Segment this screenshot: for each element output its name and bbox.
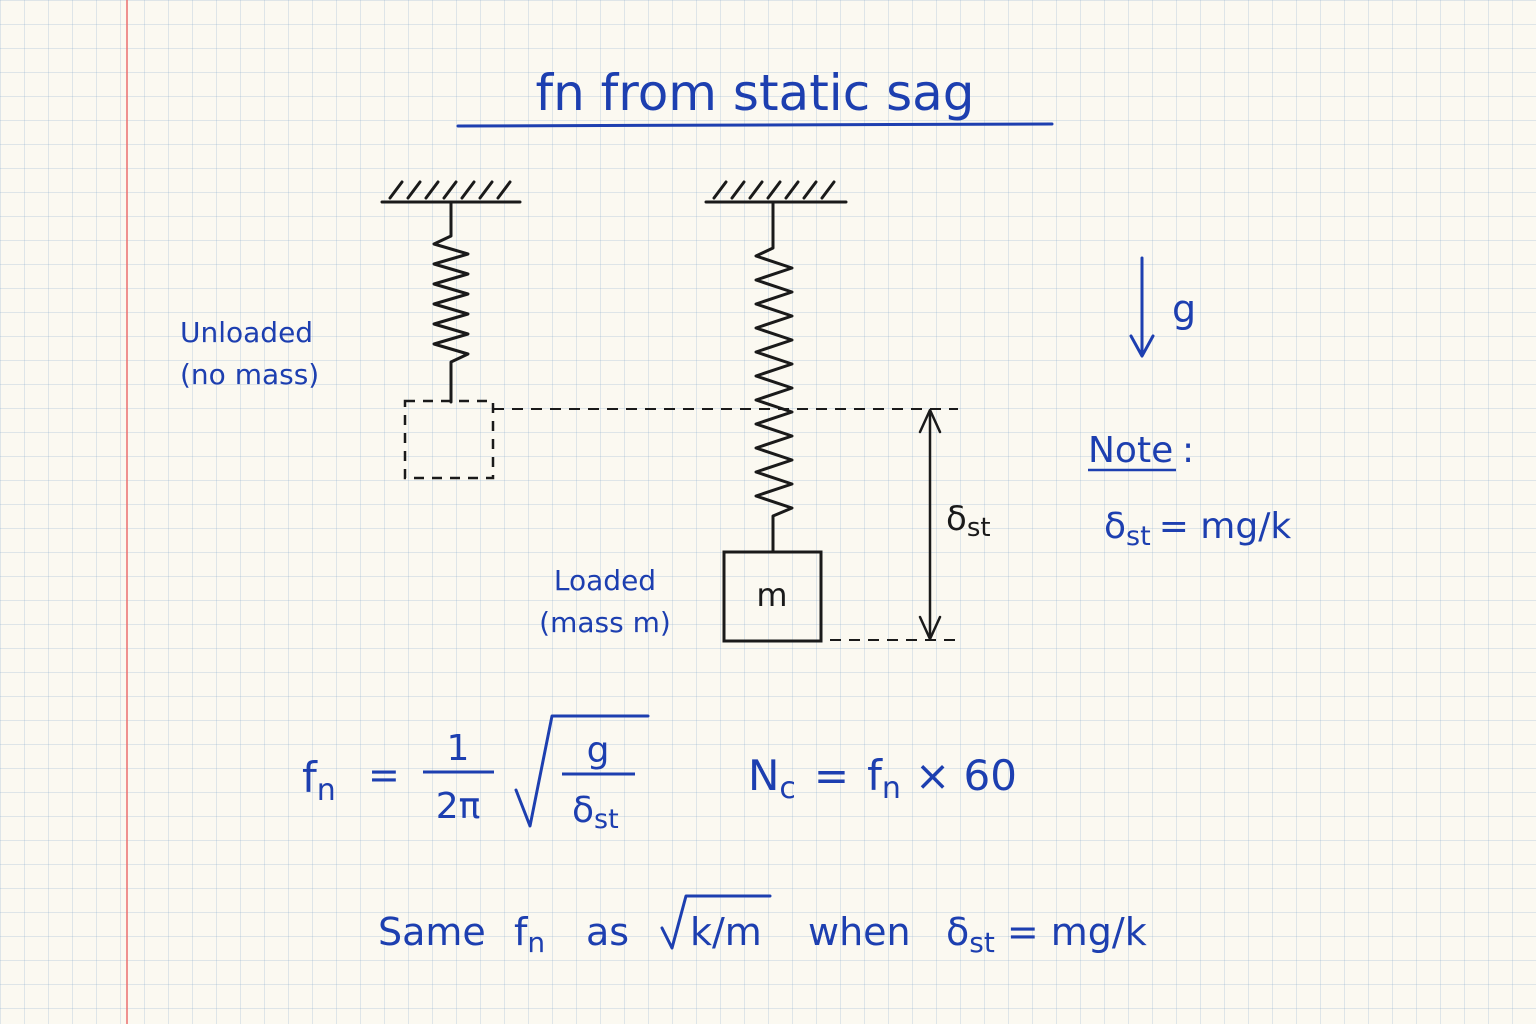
bottom-when: when — [808, 910, 911, 954]
ceiling-support-left — [380, 180, 522, 204]
fn-root-denominator: δst — [572, 790, 619, 835]
unloaded-label: Unloaded (no mass) — [180, 316, 319, 391]
title-underline — [456, 122, 1054, 128]
gravity-label: g — [1172, 287, 1196, 331]
svg-text:Loaded: Loaded — [554, 564, 656, 597]
fn-root-numerator: g — [587, 730, 610, 771]
ceiling-support-right — [704, 180, 848, 204]
natural-frequency-formula: fn = 1 2π g δst — [302, 714, 650, 835]
svg-text:(mass m): (mass m) — [539, 606, 671, 639]
critical-speed-formula: Nc=fn× 60 — [748, 751, 1017, 806]
fn-lhs: fn — [302, 753, 336, 808]
note-heading: Note — [1088, 430, 1173, 471]
loaded-spring — [754, 200, 794, 554]
loaded-label: Loaded (mass m) — [539, 564, 671, 639]
bottom-delta-equation: δst= mg/k — [946, 910, 1147, 959]
deflection-arrow — [918, 408, 942, 641]
fn-equals: = — [368, 753, 400, 797]
bottom-as: as — [586, 910, 629, 954]
mass-label: m — [756, 576, 787, 614]
title: fn from static sag — [456, 64, 1054, 128]
svg-text:Unloaded: Unloaded — [180, 316, 313, 349]
note-equation: δst= mg/k — [1104, 506, 1291, 552]
notebook-margin-line — [126, 0, 128, 1024]
bottom-root-expr: k/m — [690, 910, 762, 954]
note: Note : δst= mg/k — [1088, 430, 1291, 552]
bottom-fn: fn — [514, 910, 545, 959]
unloaded-spring — [432, 200, 470, 404]
fn-numerator: 1 — [447, 728, 470, 769]
fn-denominator: 2π — [436, 786, 481, 827]
deflection-label: δst — [946, 499, 991, 543]
equivalence-statement: Same fn as k/m when δst= mg/k — [378, 894, 1147, 959]
svg-text:(no mass): (no mass) — [180, 358, 319, 391]
bottom-same: Same — [378, 910, 486, 954]
title-text: fn from static sag — [535, 64, 974, 122]
fn-radical-sign — [514, 714, 650, 828]
bottom-radical-sign — [660, 894, 772, 950]
mass-block: m — [722, 550, 823, 643]
empty-mass-placeholder — [403, 399, 495, 480]
nc-equation: Nc=fn× 60 — [748, 751, 1017, 806]
gravity-arrow — [1129, 256, 1155, 358]
note-colon: : — [1182, 430, 1194, 471]
